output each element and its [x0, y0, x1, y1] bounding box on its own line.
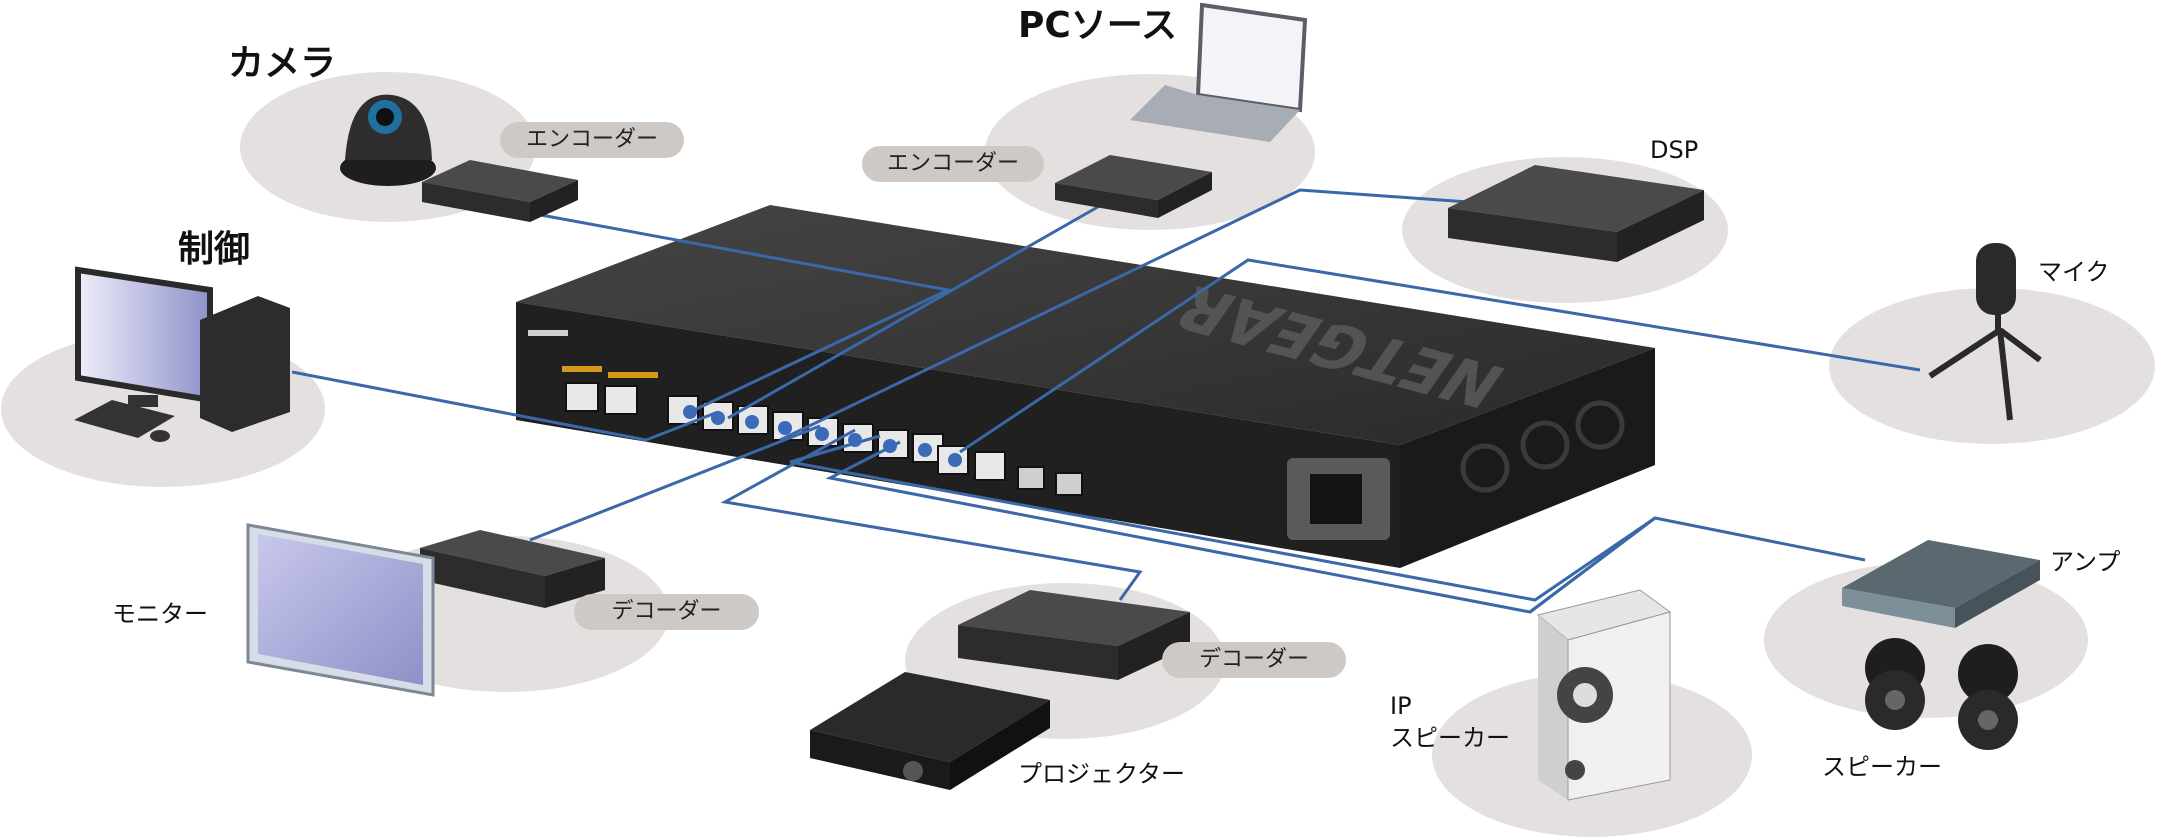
port-mgmt-1 — [565, 382, 599, 412]
fan-2 — [1520, 420, 1570, 470]
ip-speaker-tweeter — [1565, 760, 1585, 780]
pc-tower — [200, 296, 290, 432]
switch-top — [516, 205, 1655, 445]
label-ip-speaker-line2: スピーカー — [1390, 724, 1510, 752]
sfp-port-2 — [1055, 472, 1083, 496]
dot-9 — [948, 453, 962, 467]
power-inlet — [1310, 474, 1362, 524]
switch-led-strip — [562, 366, 602, 372]
label-ip-speaker-line1: IP — [1390, 692, 1412, 720]
dsp-box — [1448, 165, 1704, 262]
monitor-device — [246, 523, 435, 697]
sfp-port-1 — [1017, 466, 1045, 490]
pill-decoder-projector: デコーダー — [1162, 642, 1346, 678]
port-connection-dots — [683, 405, 962, 467]
laptop-device — [1130, 2, 1308, 142]
control-pc — [74, 266, 290, 442]
encoder-pc-box — [1055, 155, 1212, 218]
pc-keyboard — [74, 400, 175, 438]
label-pc-source: PCソース — [1018, 5, 1178, 46]
dot-2 — [711, 411, 725, 425]
laptop-screen — [1195, 2, 1308, 113]
encoder-camera-box — [422, 160, 578, 222]
label-mic: マイク — [2038, 258, 2110, 286]
cable-camera — [529, 211, 953, 414]
cable-amp — [825, 440, 1866, 614]
cable-monitor — [529, 424, 821, 542]
pill-encoder-camera: エンコーダー — [500, 122, 684, 158]
fan-3 — [1575, 400, 1625, 450]
label-dsp: DSP — [1650, 136, 1699, 164]
label-speakers: スピーカー — [1822, 753, 1942, 781]
microphone-head — [1976, 243, 2016, 315]
switch-front — [516, 302, 1400, 568]
ellipse-mic — [1829, 288, 2155, 444]
decoder-projector-box — [958, 590, 1190, 680]
cable-pc-encoder — [727, 198, 1111, 420]
dot-6 — [848, 433, 862, 447]
dot-7 — [883, 439, 897, 453]
label-monitor: モニター — [112, 600, 208, 628]
label-camera: カメラ — [228, 43, 337, 84]
cable-control — [291, 370, 719, 442]
monitor-screen — [258, 534, 423, 685]
speaker-2 — [1958, 644, 2018, 704]
network-switch: NETGEAR — [516, 205, 1655, 568]
dot-5 — [815, 427, 829, 441]
switch-logo-plate — [528, 330, 568, 336]
port-10 — [974, 451, 1006, 481]
label-control: 制御 — [178, 229, 251, 270]
pc-stand — [128, 395, 158, 407]
laptop-keyboard — [1130, 85, 1300, 142]
switch-led-strip-2 — [608, 372, 658, 378]
speaker-group — [1865, 638, 2018, 750]
fan-1 — [1460, 443, 1510, 493]
label-amp: アンプ — [2050, 548, 2121, 576]
dot-1 — [683, 405, 697, 419]
pc-mouse — [150, 430, 170, 442]
switch-ports — [565, 382, 1083, 496]
ip-speaker-device — [1536, 589, 1672, 801]
cable-dsp — [779, 188, 1511, 442]
dot-3 — [745, 415, 759, 429]
projector-lens — [903, 761, 923, 781]
pill-encoder-pc: エンコーダー — [862, 146, 1044, 182]
camera-lens — [376, 108, 394, 126]
cable-mic — [959, 258, 1921, 454]
pill-decoder-monitor: デコーダー — [574, 594, 759, 630]
decoder-monitor-box — [420, 530, 605, 608]
ip-speaker-front — [1567, 611, 1671, 801]
camera-device — [340, 94, 436, 186]
label-projector: プロジェクター — [1018, 760, 1186, 788]
cables — [291, 188, 1921, 614]
projector-device — [810, 672, 1050, 790]
cable-projector — [720, 428, 1143, 601]
amp-device — [1842, 540, 2040, 628]
dot-4 — [778, 421, 792, 435]
pc-monitor — [75, 266, 213, 404]
dot-8 — [918, 443, 932, 457]
port-mgmt-2 — [604, 385, 638, 415]
